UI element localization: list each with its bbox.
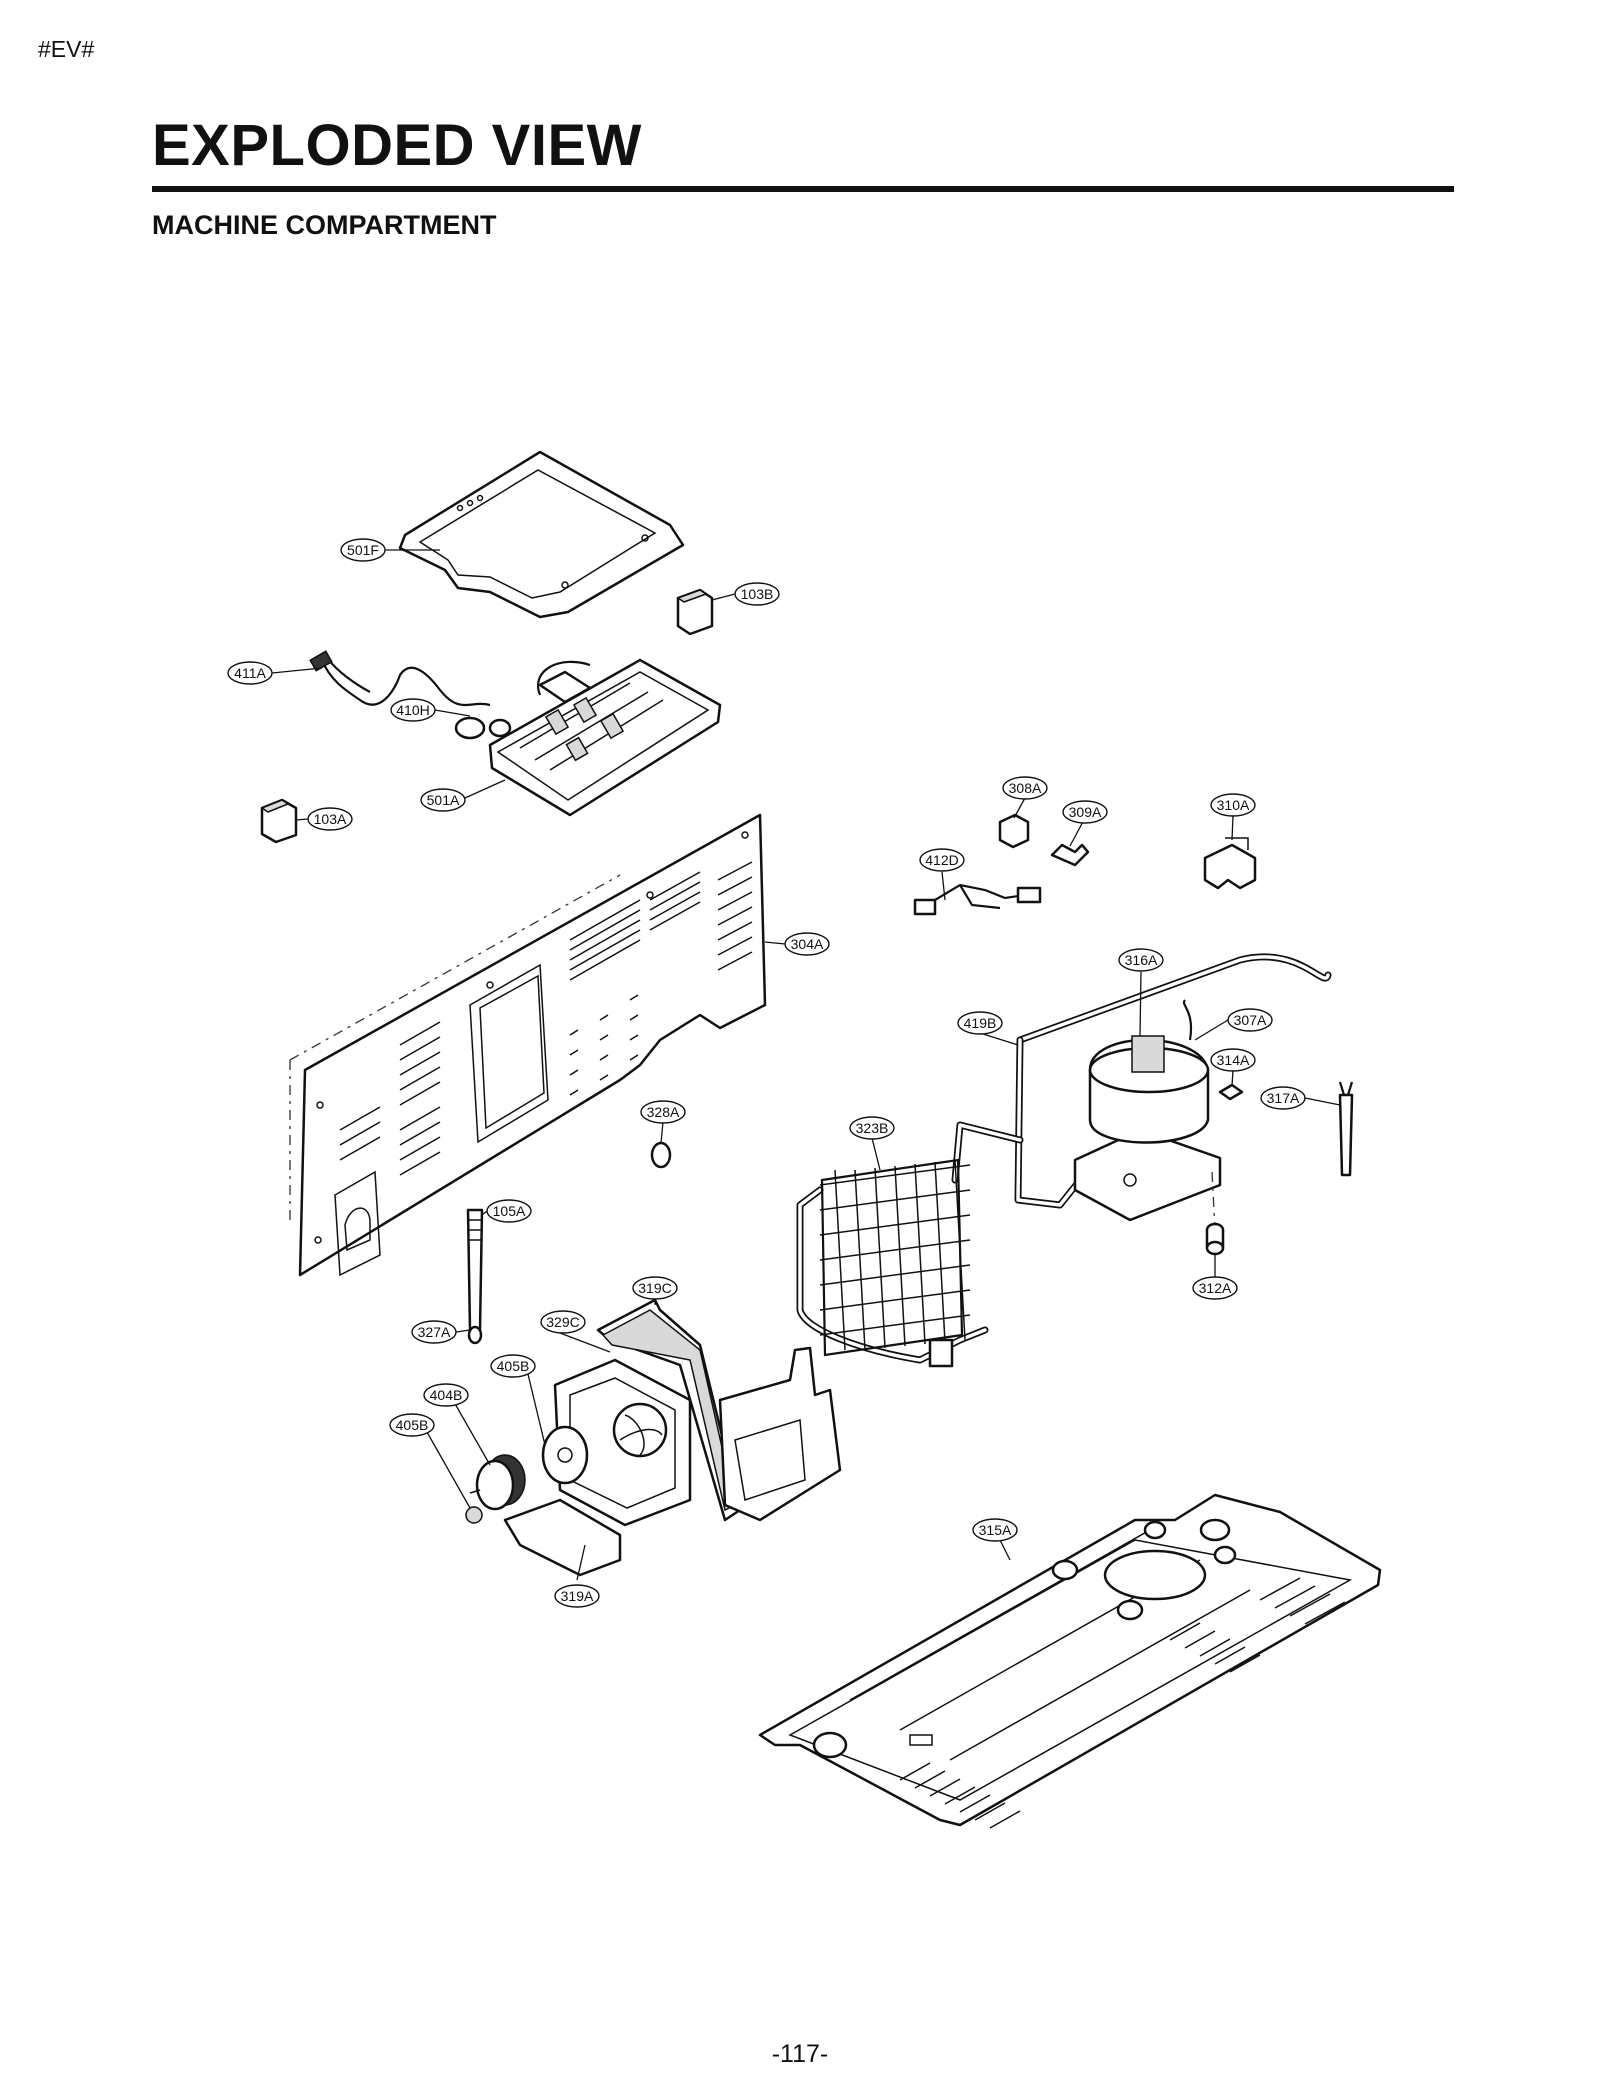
svg-text:405B: 405B	[396, 1417, 429, 1433]
svg-text:412D: 412D	[925, 852, 958, 868]
callout-315A: 315A	[972, 1518, 1018, 1542]
svg-text:419B: 419B	[964, 1015, 997, 1031]
svg-text:105A: 105A	[493, 1203, 526, 1219]
svg-text:328A: 328A	[647, 1104, 680, 1120]
svg-text:404B: 404B	[430, 1387, 463, 1403]
part-relay	[998, 813, 1030, 849]
part-bushing	[650, 1141, 672, 1169]
svg-text:314A: 314A	[1217, 1052, 1250, 1068]
part-clip	[1050, 843, 1090, 867]
svg-text:405B: 405B	[497, 1358, 530, 1374]
svg-text:319C: 319C	[638, 1280, 671, 1296]
part-fan-motor	[465, 1425, 589, 1524]
callout-319C: 319C	[632, 1276, 678, 1300]
svg-text:410H: 410H	[396, 702, 429, 718]
section-subtitle: MACHINE COMPARTMENT	[152, 210, 497, 240]
callout-317A: 317A	[1260, 1086, 1306, 1110]
part-rear-panel	[289, 813, 767, 1277]
callout-307A: 307A	[1227, 1008, 1273, 1032]
callout-316A: 316A	[1118, 948, 1164, 972]
callout-410H: 410H	[390, 698, 436, 722]
part-control-box	[454, 658, 722, 817]
callout-304A: 304A	[784, 932, 830, 956]
callout-308A: 308A	[1002, 776, 1048, 800]
callout-501F: 501F	[340, 538, 386, 562]
callout-319A: 319A	[554, 1584, 600, 1608]
callout-411A: 411A	[227, 661, 273, 685]
callout-103B: 103B	[734, 582, 780, 606]
callout-328A: 328A	[640, 1100, 686, 1124]
part-shaft	[466, 1208, 484, 1345]
page-number: -117-	[771, 2040, 829, 2068]
callout-419B: 419B	[957, 1011, 1003, 1035]
page-title: EXPLODED VIEW	[152, 113, 642, 178]
callout-412D: 412D	[919, 848, 965, 872]
callout-327A: 327A	[411, 1320, 457, 1344]
part-power-cord	[309, 650, 491, 707]
part-grommet-clip	[1218, 1083, 1244, 1101]
svg-text:308A: 308A	[1009, 780, 1042, 796]
svg-text:323B: 323B	[856, 1120, 889, 1136]
callout-501A: 501A	[420, 788, 466, 812]
part-overload-protector	[1203, 837, 1257, 890]
svg-text:327A: 327A	[418, 1324, 451, 1340]
svg-text:501F: 501F	[347, 542, 379, 558]
part-harness	[913, 883, 1042, 916]
callout-405B-lower: 405B	[389, 1413, 435, 1437]
part-rubber-foot	[1205, 1222, 1225, 1256]
title-rule	[152, 186, 1454, 192]
svg-text:319A: 319A	[561, 1588, 594, 1604]
part-bracket-right	[676, 588, 714, 636]
svg-text:304A: 304A	[791, 936, 824, 952]
callout-314A: 314A	[1210, 1048, 1256, 1072]
callout-405B-upper: 405B	[490, 1354, 536, 1378]
svg-text:411A: 411A	[234, 665, 266, 681]
callout-312A: 312A	[1192, 1276, 1238, 1300]
svg-text:315A: 315A	[979, 1522, 1012, 1538]
callout-329C: 329C	[540, 1310, 586, 1334]
part-bracket-left	[260, 798, 298, 844]
callout-103A: 103A	[307, 807, 353, 831]
svg-text:501A: 501A	[427, 792, 460, 808]
callout-105A: 105A	[486, 1199, 532, 1223]
part-fan-shroud	[596, 1298, 842, 1522]
callout-404B: 404B	[423, 1383, 469, 1407]
part-base-plate	[758, 1493, 1382, 1829]
callout-309A: 309A	[1062, 800, 1108, 824]
svg-text:309A: 309A	[1069, 804, 1102, 820]
part-condenser	[796, 1121, 1024, 1368]
svg-text:312A: 312A	[1199, 1280, 1232, 1296]
part-discharge-tube	[1014, 953, 1332, 1209]
callout-323B: 323B	[849, 1116, 895, 1140]
callout-310A: 310A	[1210, 793, 1256, 817]
svg-text:307A: 307A	[1234, 1012, 1267, 1028]
svg-text:317A: 317A	[1267, 1090, 1300, 1106]
callout-leaders	[271, 549, 1341, 1581]
part-dryer	[1338, 1081, 1354, 1177]
document-marker: #EV#	[38, 36, 95, 62]
svg-text:103B: 103B	[741, 586, 774, 602]
part-compressor	[1073, 999, 1222, 1231]
part-fan-motor-bracket	[503, 1358, 692, 1577]
svg-text:329C: 329C	[546, 1314, 579, 1330]
svg-text:310A: 310A	[1217, 797, 1250, 813]
svg-text:103A: 103A	[314, 811, 347, 827]
svg-text:316A: 316A	[1125, 952, 1158, 968]
part-cover-plate	[398, 450, 685, 619]
